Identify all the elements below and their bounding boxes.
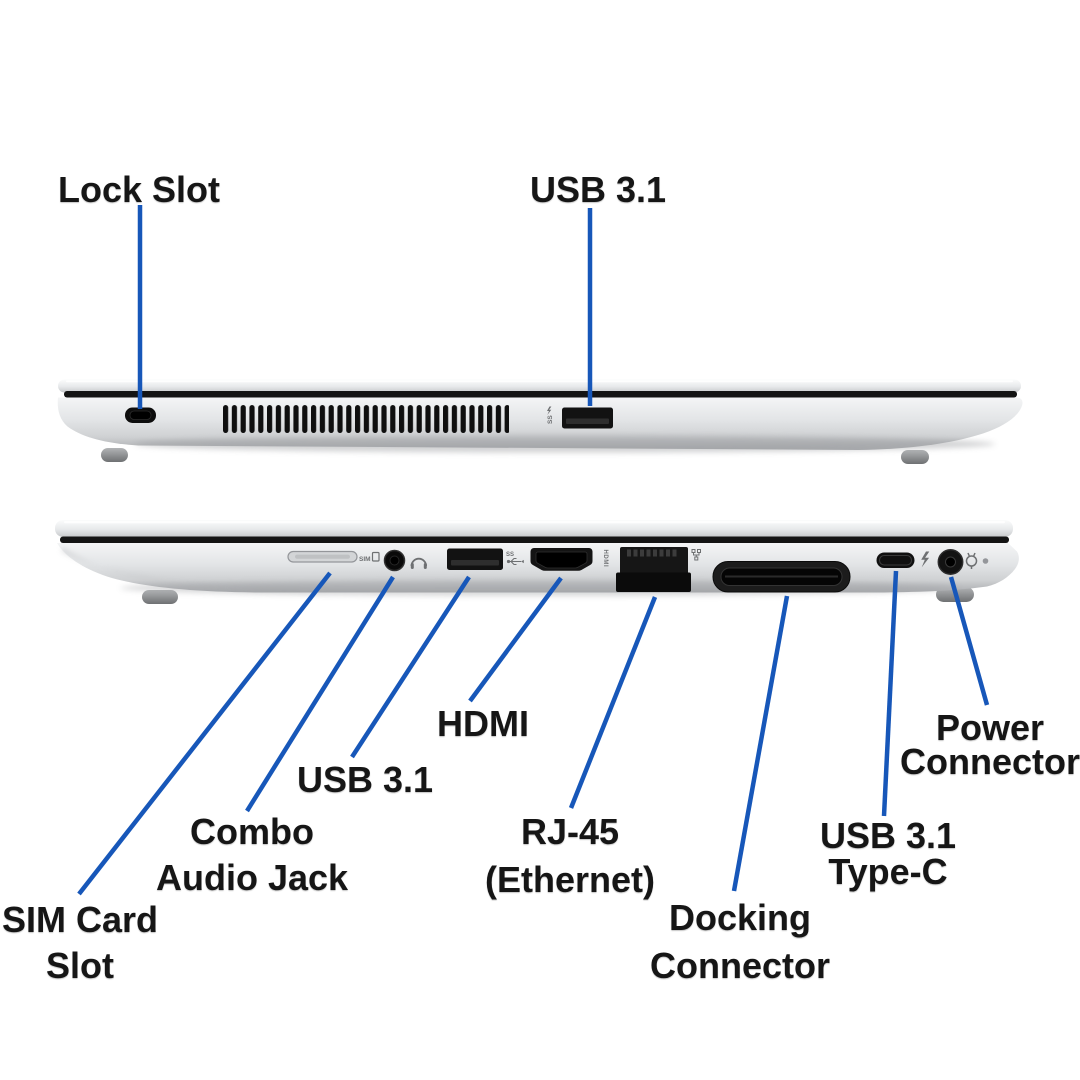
rubber-foot bbox=[142, 590, 178, 604]
label-usbc: USB 3.1 Type-C bbox=[819, 815, 957, 892]
rj45-callout-line bbox=[568, 596, 658, 809]
laptop-right-side-view: SIM SS HDMI bbox=[55, 520, 1019, 604]
svg-text:SS: SS bbox=[547, 415, 554, 424]
label-usb-left: USB 3.1 bbox=[296, 759, 434, 800]
label-combo-audio-jack: Combo Audio Jack bbox=[155, 811, 349, 898]
label-power-connector: Power Connector bbox=[900, 707, 1080, 782]
audio-jack-opening bbox=[383, 549, 406, 572]
underside-shadow bbox=[135, 435, 995, 453]
label-lock-slot: Lock Slot bbox=[57, 169, 221, 210]
headphone-icon bbox=[410, 557, 427, 569]
lock-slot-opening bbox=[125, 407, 156, 423]
hdmi-callout-line bbox=[468, 576, 563, 703]
label-sim-card-slot: SIM Card Slot bbox=[1, 899, 159, 986]
ethernet-icon bbox=[691, 549, 701, 561]
docking-callout-line bbox=[731, 595, 790, 892]
annotation-lines bbox=[77, 205, 990, 896]
hdmi-label-mark: HDMI bbox=[602, 550, 608, 568]
usb-c-port-opening bbox=[876, 552, 915, 568]
sim-card-slot-opening bbox=[287, 550, 358, 563]
usb-a-port-charging bbox=[562, 407, 613, 429]
laptop-left-side-view: SS bbox=[57, 379, 1023, 464]
sim-card-icon bbox=[371, 551, 380, 562]
label-usb-top: USB 3.1 bbox=[529, 169, 667, 210]
svg-text:SS: SS bbox=[506, 552, 514, 558]
lid-body-gap bbox=[64, 391, 1017, 398]
lightning-icon bbox=[547, 406, 552, 415]
lid-highlight bbox=[64, 521, 1005, 524]
usbc-callout-line bbox=[881, 570, 899, 817]
led-indicator-dot bbox=[982, 558, 989, 564]
label-docking-connector: Docking Connector bbox=[650, 897, 830, 986]
sim-callout-line bbox=[77, 571, 332, 896]
lid-highlight bbox=[66, 380, 1013, 383]
laptop-lid-edge bbox=[58, 379, 1021, 393]
vent-grille bbox=[223, 405, 509, 433]
rj45-port-opening bbox=[616, 547, 691, 592]
power-callout-line bbox=[948, 576, 990, 706]
hdmi-port-opening bbox=[530, 548, 593, 571]
laptop-lid-edge bbox=[55, 520, 1013, 537]
power-plug-icon bbox=[965, 552, 978, 569]
sim-label-mark: SIM bbox=[359, 556, 371, 563]
docking-connector-opening bbox=[712, 561, 851, 593]
label-hdmi: HDMI bbox=[437, 703, 529, 744]
thunderbolt-icon bbox=[921, 551, 930, 568]
lid-body-gap bbox=[60, 536, 1009, 543]
usb-ss-charging-icon: SS bbox=[547, 406, 554, 424]
usb-ss-icon: SS bbox=[506, 552, 524, 566]
label-rj45-ethernet: RJ-45 (Ethernet) bbox=[485, 811, 655, 900]
usb-a-port bbox=[447, 548, 503, 570]
rubber-foot bbox=[901, 450, 929, 464]
rubber-foot bbox=[101, 448, 128, 462]
audio-callout-line bbox=[245, 575, 395, 813]
power-jack-opening bbox=[937, 549, 964, 575]
usb-left-callout-line bbox=[350, 575, 471, 759]
